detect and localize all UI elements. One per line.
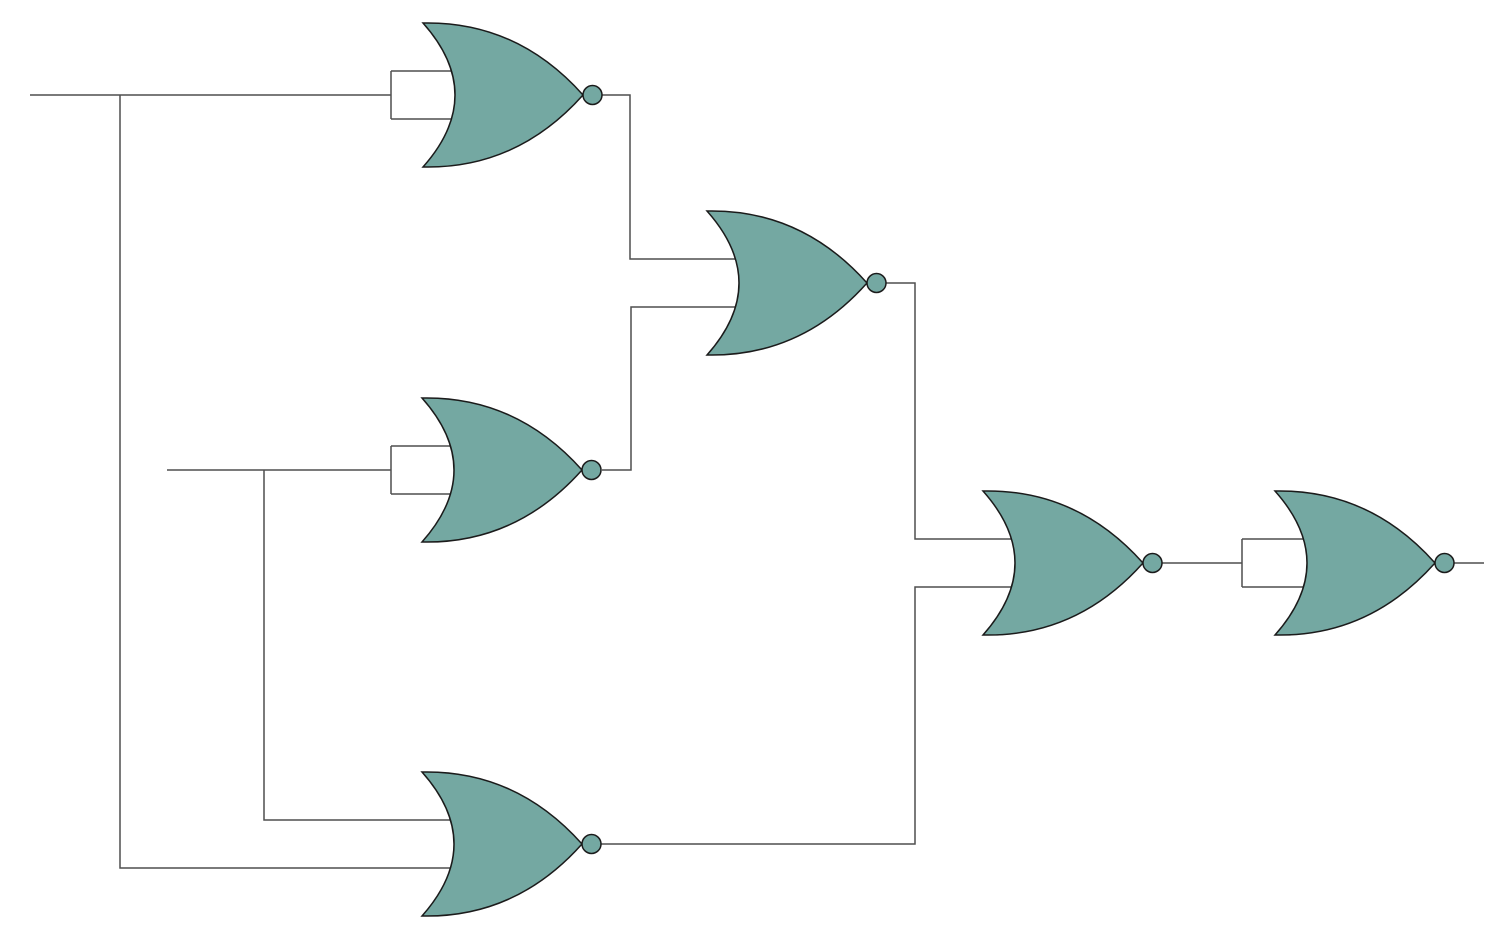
wire-nor4-to-nor5 — [601, 586, 1040, 845]
nor5-body — [981, 490, 1145, 636]
nor6-body — [1273, 490, 1437, 636]
nor4-body — [420, 771, 584, 917]
wire-input-a-branch-to-nor4 — [119, 95, 467, 869]
wire-nor1-to-nor2 — [602, 94, 763, 260]
wire-nor3-to-nor2 — [602, 306, 763, 471]
nor2-body — [705, 210, 869, 356]
wire-nor2-to-nor5 — [886, 282, 1040, 540]
nor1-body — [421, 22, 585, 168]
nor3-bubble-icon — [581, 459, 602, 481]
nor6-bubble-icon — [1434, 552, 1455, 574]
nor1-bubble-icon — [582, 84, 603, 106]
nor3-body — [420, 397, 584, 543]
nor2-bubble-icon — [866, 272, 887, 294]
nor5-bubble-icon — [1142, 552, 1163, 574]
wire-input-b-branch-to-nor4 — [263, 470, 467, 821]
nor4-bubble-icon — [581, 833, 602, 855]
